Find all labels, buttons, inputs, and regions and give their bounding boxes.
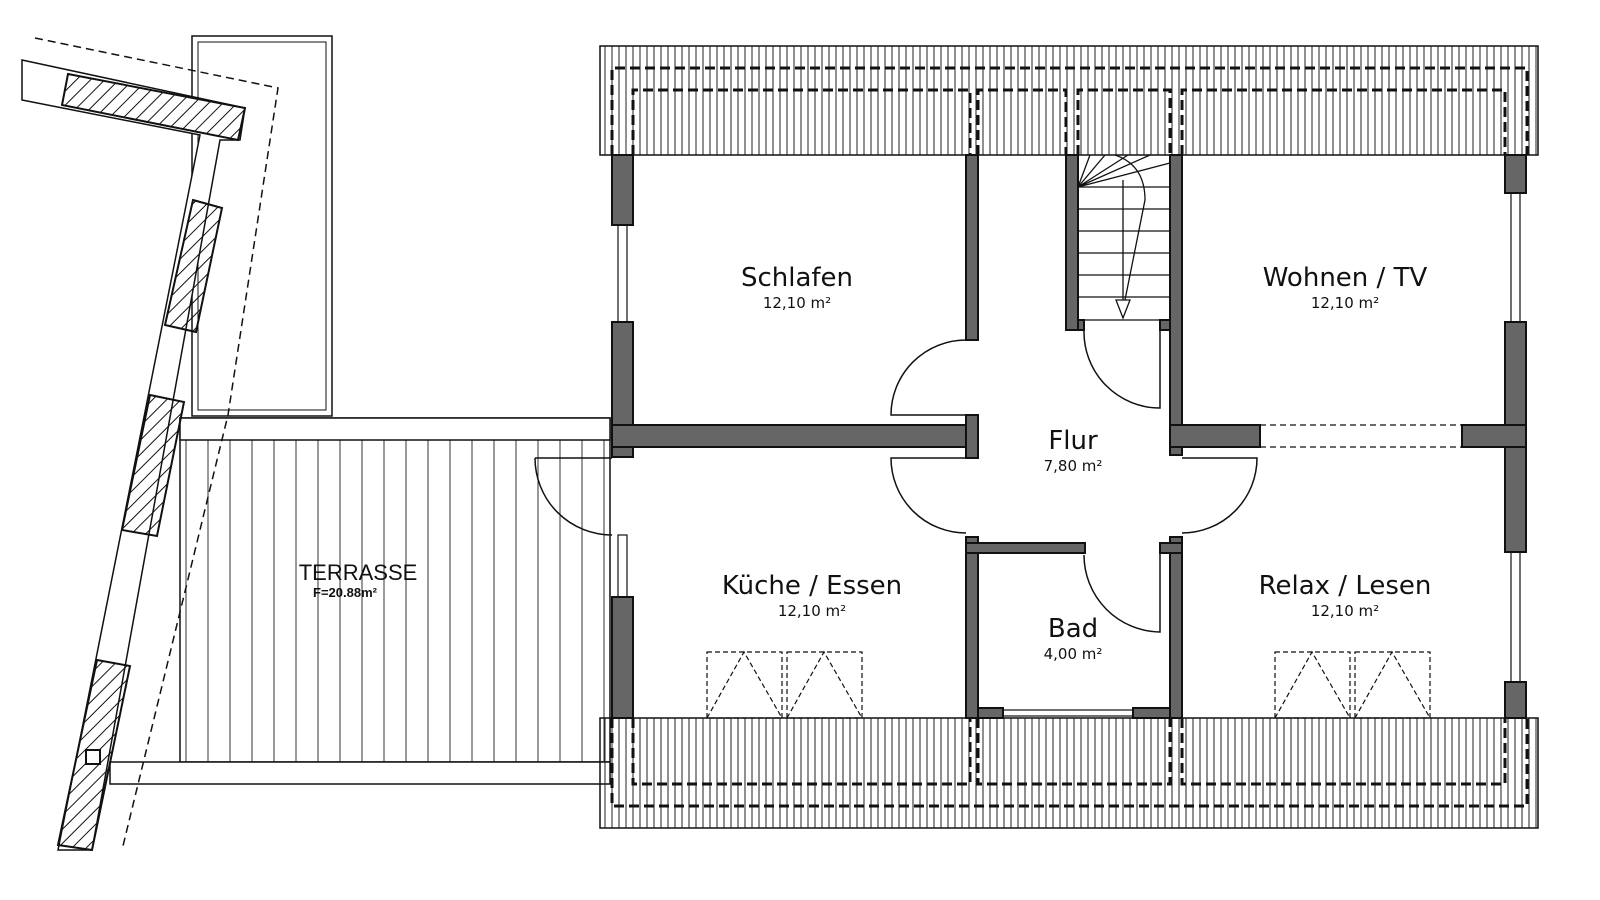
- room-wohnen: Wohnen / TV 12,10 m²: [1263, 263, 1428, 312]
- room-name: Bad: [1048, 614, 1098, 644]
- skylights: [706, 650, 1431, 719]
- room-name: Relax / Lesen: [1259, 571, 1432, 601]
- room-bad: Bad 4,00 m²: [1044, 614, 1103, 663]
- windows: [617, 192, 1521, 717]
- room-name: Schlafen: [741, 263, 853, 293]
- room-area: 12,10 m²: [778, 602, 846, 620]
- room-name: Flur: [1048, 426, 1098, 456]
- room-kueche: Küche / Essen 12,10 m²: [722, 571, 902, 620]
- staircase: [1077, 154, 1171, 321]
- room-area: 7,80 m²: [1044, 457, 1103, 475]
- room-area: 12,10 m²: [763, 294, 831, 312]
- room-relax: Relax / Lesen 12,10 m²: [1259, 571, 1432, 620]
- terrace: TERRASSE F=20.88m²: [21, 35, 613, 852]
- doors: [890, 329, 1258, 633]
- room-area: 12,10 m²: [1311, 602, 1379, 620]
- roof: [599, 45, 1539, 829]
- room-area: 12,10 m²: [1311, 294, 1379, 312]
- room-name: Wohnen / TV: [1263, 263, 1428, 293]
- room-name: Küche / Essen: [722, 571, 902, 601]
- terrace-area: F=20.88m²: [313, 585, 378, 600]
- room-flur: Flur 7,80 m²: [1044, 426, 1103, 475]
- room-schlafen: Schlafen 12,10 m²: [741, 263, 853, 312]
- room-area: 4,00 m²: [1044, 645, 1103, 663]
- terrace-name: TERRASSE: [299, 560, 418, 585]
